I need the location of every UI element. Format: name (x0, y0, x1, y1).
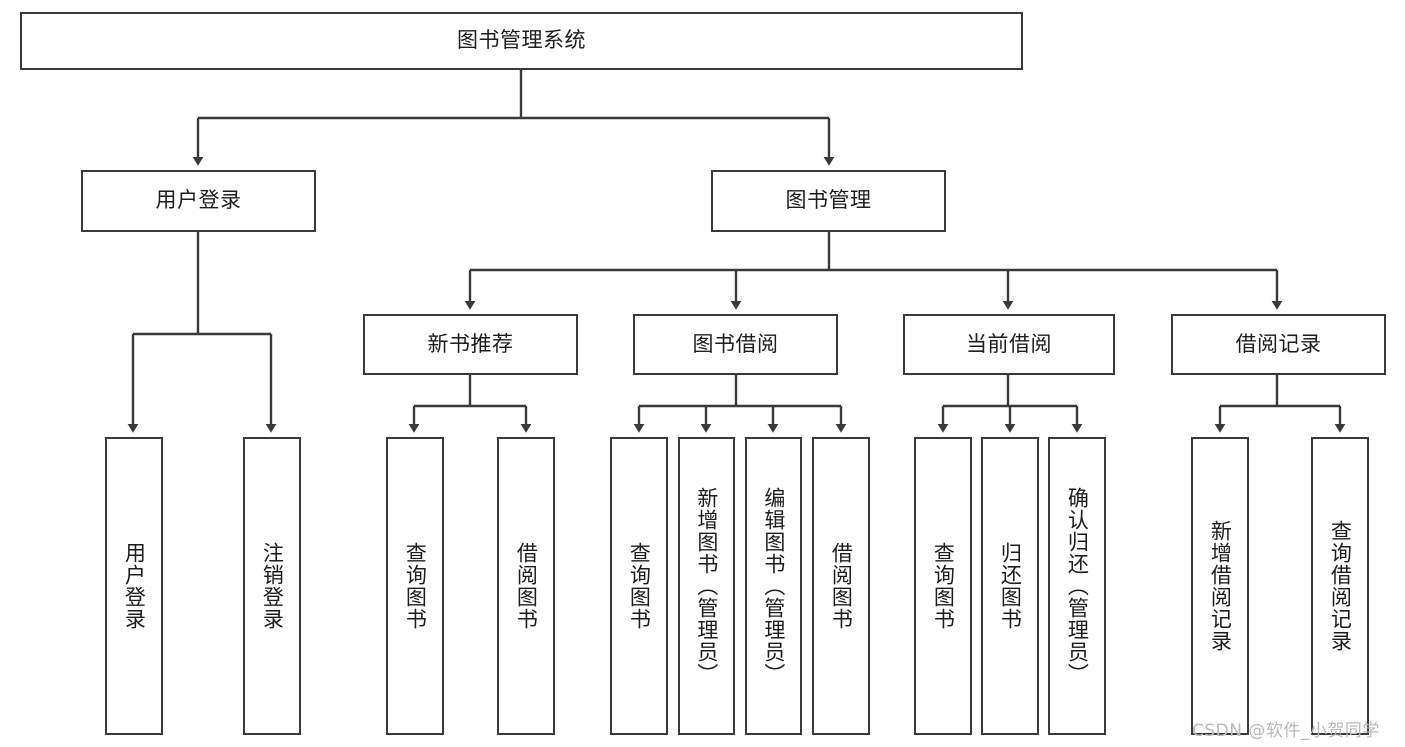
node-book-management[interactable]: 图书管理 (711, 170, 946, 232)
node-label: 用户登录 (155, 188, 242, 213)
node-label: 新书推荐 (427, 331, 514, 356)
node-label: 新增借阅记录 (1208, 520, 1233, 652)
node-label: 图书借阅 (692, 331, 779, 356)
node-label: 借阅记录 (1235, 331, 1322, 356)
leaf-user-login-signin[interactable]: 用户登录 (105, 437, 163, 735)
leaf-current-borrow-query[interactable]: 查询图书 (914, 437, 972, 735)
leaf-user-login-signout[interactable]: 注销登录 (243, 437, 301, 735)
node-label: 注销登录 (260, 542, 285, 630)
watermark: CSDN @软件_小贺同学 (1192, 721, 1380, 741)
leaf-borrow-record-query[interactable]: 查询借阅记录 (1311, 437, 1369, 735)
node-label: 借阅图书 (829, 542, 854, 630)
leaf-book-borrow-add-admin[interactable]: 新增图书（管理员） (678, 437, 735, 735)
leaf-new-book-query[interactable]: 查询图书 (386, 437, 444, 735)
node-book-borrowing[interactable]: 图书借阅 (633, 314, 838, 375)
node-label: 借阅图书 (514, 542, 539, 630)
leaf-current-borrow-confirm-return-admin[interactable]: 确认归还（管理员） (1048, 437, 1106, 735)
node-user-login[interactable]: 用户登录 (81, 170, 316, 232)
node-label: 确认归还（管理员） (1065, 487, 1090, 685)
node-label: 用户登录 (122, 542, 147, 630)
leaf-book-borrow-borrow[interactable]: 借阅图书 (812, 437, 870, 735)
leaf-new-book-borrow[interactable]: 借阅图书 (497, 437, 555, 735)
node-label: 查询借阅记录 (1328, 520, 1353, 652)
node-borrow-records[interactable]: 借阅记录 (1171, 314, 1386, 375)
node-label: 新增图书（管理员） (694, 487, 719, 685)
node-label: 当前借阅 (966, 331, 1052, 356)
node-root-library-management-system[interactable]: 图书管理系统 (20, 12, 1023, 70)
leaf-book-borrow-query[interactable]: 查询图书 (610, 437, 668, 735)
node-new-book-recommendation[interactable]: 新书推荐 (363, 314, 578, 375)
node-label: 查询图书 (931, 542, 956, 630)
node-label: 查询图书 (403, 542, 428, 630)
leaf-current-borrow-return[interactable]: 归还图书 (981, 437, 1039, 735)
node-label: 编辑图书（管理员） (761, 487, 786, 685)
node-label: 图书管理 (785, 188, 872, 213)
node-label: 归还图书 (998, 542, 1023, 630)
leaf-borrow-record-add[interactable]: 新增借阅记录 (1191, 437, 1249, 735)
node-current-borrowing[interactable]: 当前借阅 (903, 314, 1115, 375)
node-label: 图书管理系统 (457, 28, 586, 53)
node-label: 查询图书 (627, 542, 652, 630)
leaf-book-borrow-edit-admin[interactable]: 编辑图书（管理员） (745, 437, 802, 735)
